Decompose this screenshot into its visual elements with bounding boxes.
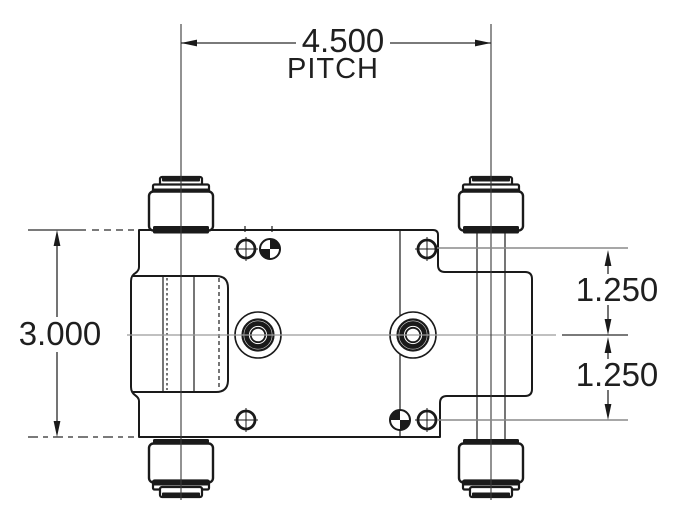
height-value-label: 3.000 xyxy=(19,315,102,352)
datum-target-top xyxy=(259,238,281,260)
datum-target-bottom xyxy=(389,409,411,431)
pitch-word-label: PITCH xyxy=(287,53,379,85)
right-pin-lines xyxy=(476,233,506,440)
dimension-offsets: 1.250 1.250 xyxy=(437,247,659,421)
plate-outline xyxy=(130,229,533,438)
lower-offset-label: 1.250 xyxy=(576,356,659,393)
dimension-height: 3.000 xyxy=(19,229,134,438)
upper-offset-label: 1.250 xyxy=(576,271,659,308)
pitch-value-label: 4.500 xyxy=(302,22,385,59)
dimension-pitch: 4.500 PITCH xyxy=(181,22,491,85)
